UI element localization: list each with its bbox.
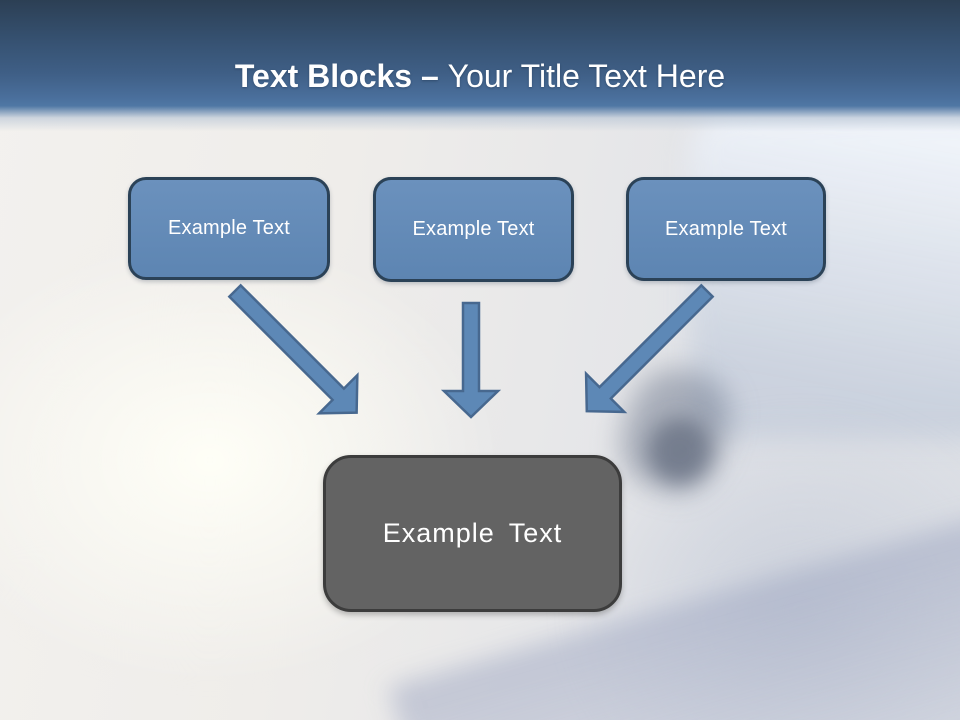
text-block-3-label: Example Text: [664, 217, 788, 240]
header-band: [0, 0, 960, 134]
text-block-3: Example Text: [626, 177, 826, 281]
result-block-label: Example Text: [382, 518, 563, 548]
background-photo-ghost-smudge-dark: [648, 418, 712, 484]
background-photo-ghost-hand: [570, 410, 960, 720]
result-block: Example Text: [323, 455, 622, 612]
slide-title: Text Blocks – Your Title Text Here: [0, 56, 960, 100]
arrow-down-right-icon: [227, 283, 359, 415]
text-block-1-label: Example Text: [167, 217, 291, 239]
arrow-down-left-icon: [584, 283, 715, 414]
text-block-1: Example Text: [128, 177, 330, 280]
background-photo-ghost-smudge: [607, 356, 743, 504]
title-regular-text: Your Title Text Here: [447, 58, 726, 94]
arrow-down-icon: [440, 301, 502, 419]
title-bold-text: Text Blocks –: [234, 58, 448, 94]
text-block-2: Example Text: [373, 177, 574, 282]
text-block-2-label: Example Text: [412, 218, 535, 240]
